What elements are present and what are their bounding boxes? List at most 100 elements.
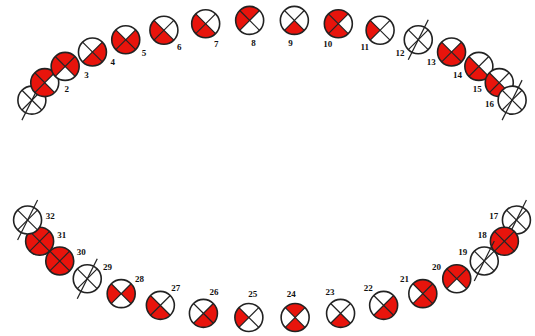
tooth-outline [281,303,309,331]
tooth-outline [366,16,394,44]
tooth-number: 20 [432,263,441,272]
surface-divider [150,295,170,315]
tooth [236,6,264,34]
surface-divider [328,14,348,34]
tooth-outline [107,280,135,308]
tooth [14,200,42,240]
tooth [324,10,352,38]
surface-divider [196,14,216,34]
missing-mark [408,20,428,60]
tooth-outline [443,265,471,293]
tooth-outline [370,291,398,319]
surface-divider [469,57,489,77]
surface-divider [154,20,174,40]
surface-divider [331,303,351,323]
tooth-ground [189,299,217,327]
surface-divider [442,42,462,62]
tooth-outline [192,10,220,38]
surface-divider [284,11,304,31]
surface-divider [413,284,433,304]
tooth-outline [280,6,308,34]
tooth-number: 12 [395,49,404,58]
tooth-number: 9 [288,39,293,48]
surface-divider [240,11,260,31]
tooth-ground [146,291,174,319]
tooth-ground [78,38,106,66]
tooth-outline [146,291,174,319]
tooth-number: 13 [427,58,436,67]
surface-divider [154,20,174,40]
missing-mark [474,241,494,281]
surface-divider [111,284,131,304]
tooth-number: 5 [142,49,147,58]
tooth-number: 27 [171,284,180,293]
surface-divider [30,231,50,251]
tooth-outline [150,16,178,44]
tooth [470,241,498,281]
surface-divider [35,73,55,93]
surface-divider [370,20,390,40]
tooth-number: 21 [400,275,409,284]
tooth-outline [236,6,264,34]
tooth [78,38,106,66]
tooth-number: 10 [323,40,332,49]
surface-divider [196,14,216,34]
surface-divider [447,269,467,289]
surface-divider [374,295,394,315]
tooth-ground [370,291,398,319]
tooth-ground [236,6,264,34]
tooth-outline [324,10,352,38]
surface-divider [83,42,103,62]
surface-divider [469,57,489,77]
tooth-number: 4 [110,58,115,67]
tooth-ground [150,16,178,44]
surface-divider [116,30,136,50]
surface-divider [116,30,136,50]
tooth-number: 3 [84,71,89,80]
surface-divider [239,308,259,328]
tooth-ground [409,280,437,308]
tooth [370,291,398,319]
tooth-number: 26 [209,288,218,297]
tooth [438,38,466,66]
tooth-number: 19 [458,248,467,257]
tooth [409,280,437,308]
tooth-outline [189,299,217,327]
tooth-number: 16 [485,100,494,109]
tooth [235,303,263,331]
surface-divider [331,303,351,323]
tooth-number: 15 [473,85,482,94]
tooth [192,10,220,38]
tooth-number: 22 [364,284,373,293]
tooth-ground [324,10,352,38]
tooth [146,291,174,319]
tooth-ground [327,299,355,327]
tooth-ground [438,38,466,66]
surface-divider [55,57,75,77]
surface-divider [442,42,462,62]
tooth-ground [107,280,135,308]
surface-divider [194,303,214,323]
tooth-number: 23 [326,288,335,297]
tooth-number: 7 [214,40,219,49]
surface-divider [328,14,348,34]
tooth [150,16,178,44]
tooth [107,280,135,308]
surface-divider [494,231,514,251]
tooth-ground [281,303,309,331]
tooth-number: 6 [177,43,182,52]
tooth-outline [51,52,79,80]
tooth-number: 25 [248,290,257,299]
missing-mark [502,80,522,120]
tooth-ground [192,10,220,38]
tooth-ground [112,26,140,54]
tooth [189,299,217,327]
surface-divider [413,284,433,304]
tooth-number: 31 [57,231,66,240]
tooth-number: 30 [77,248,86,257]
surface-divider [240,11,260,31]
tooth [112,26,140,54]
surface-divider [50,251,70,271]
surface-divider [35,73,55,93]
